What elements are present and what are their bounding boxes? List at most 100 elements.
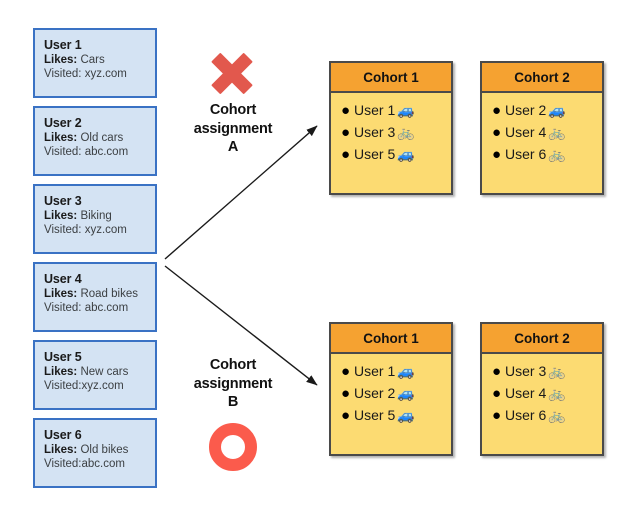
cohort-member-list: ●User 3🚲 ●User 4🚲 ●User 6🚲	[482, 354, 602, 426]
user-visited: Visited:xyz.com	[44, 380, 124, 393]
likes-label: Likes:	[44, 366, 78, 379]
cohort-title: Cohort 2	[482, 63, 602, 93]
user-name: User 6	[44, 428, 82, 442]
list-item: ●User 1🚙	[331, 360, 451, 382]
member-name: User 6	[505, 146, 547, 162]
user-visited: Visited: xyz.com	[44, 68, 127, 81]
member-name: User 3	[505, 363, 547, 379]
likes-label: Likes:	[44, 288, 78, 301]
member-name: User 4	[505, 124, 547, 140]
user-likes: Likes: Old bikes	[44, 443, 155, 457]
user-card: User 2 Likes: Old cars Visited: abc.com	[33, 106, 157, 176]
likes-value: Old bikes	[80, 444, 129, 457]
bullet-icon: ●	[341, 145, 351, 163]
cohort-title: Cohort 1	[331, 324, 451, 354]
list-item: ●User 3🚲	[482, 360, 602, 382]
user-visited: Visited: xyz.com	[44, 224, 127, 237]
car-emoji: 🚙	[397, 385, 415, 401]
car-emoji: 🚙	[397, 102, 415, 118]
bicycle-emoji: 🚲	[548, 124, 566, 140]
user-visited: Visited: abc.com	[44, 302, 129, 315]
cohort-box: Cohort 1 ●User 1🚙 ●User 3🚲 ●User 5🚙	[329, 61, 453, 195]
likes-label: Likes:	[44, 54, 78, 67]
member-name: User 4	[505, 385, 547, 401]
user-name: User 5	[44, 350, 82, 364]
likes-label: Likes:	[44, 132, 78, 145]
list-item: ●User 5🚙	[331, 143, 451, 165]
member-name: User 2	[505, 102, 547, 118]
bullet-icon: ●	[341, 101, 351, 119]
bullet-icon: ●	[341, 123, 351, 141]
member-name: User 2	[354, 385, 396, 401]
user-card: User 1 Likes: Cars Visited: xyz.com	[33, 28, 157, 98]
bullet-icon: ●	[492, 145, 502, 163]
user-likes: Likes: Road bikes	[44, 287, 155, 301]
cohort-box: Cohort 2 ●User 2🚙 ●User 4🚲 ●User 6🚲	[480, 61, 604, 195]
user-name: User 2	[44, 116, 82, 130]
bicycle-emoji: 🚲	[548, 407, 566, 423]
likes-value: Old cars	[80, 132, 124, 145]
bullet-icon: ●	[341, 384, 351, 402]
bullet-icon: ●	[492, 101, 502, 119]
list-item: ●User 4🚲	[482, 382, 602, 404]
cohort-box: Cohort 1 ●User 1🚙 ●User 2🚙 ●User 5🚙	[329, 322, 453, 456]
list-item: ●User 1🚙	[331, 99, 451, 121]
cohort-box: Cohort 2 ●User 3🚲 ●User 4🚲 ●User 6🚲	[480, 322, 604, 456]
user-likes: Likes: Old cars	[44, 131, 155, 145]
list-item: ●User 2🚙	[331, 382, 451, 404]
member-name: User 1	[354, 363, 396, 379]
bullet-icon: ●	[492, 123, 502, 141]
member-name: User 5	[354, 407, 396, 423]
member-name: User 1	[354, 102, 396, 118]
likes-value: New cars	[80, 366, 129, 379]
list-item: ●User 6🚲	[482, 143, 602, 165]
user-card: User 5 Likes: New cars Visited:xyz.com	[33, 340, 157, 410]
list-item: ●User 5🚙	[331, 404, 451, 426]
user-likes: Likes: New cars	[44, 365, 155, 379]
user-name: User 3	[44, 194, 82, 208]
list-item: ●User 6🚲	[482, 404, 602, 426]
likes-label: Likes:	[44, 210, 78, 223]
user-card: User 3 Likes: Biking Visited: xyz.com	[33, 184, 157, 254]
bicycle-emoji: 🚲	[397, 124, 415, 140]
bullet-icon: ●	[492, 362, 502, 380]
car-emoji: 🚙	[397, 363, 415, 379]
car-emoji: 🚙	[397, 407, 415, 423]
cohort-member-list: ●User 1🚙 ●User 2🚙 ●User 5🚙	[331, 354, 451, 426]
x-mark-icon	[209, 50, 255, 96]
cohort-title: Cohort 2	[482, 324, 602, 354]
likes-value: Road bikes	[80, 288, 138, 301]
bicycle-emoji: 🚲	[548, 146, 566, 162]
list-item: ●User 3🚲	[331, 121, 451, 143]
cohort-title: Cohort 1	[331, 63, 451, 93]
bullet-icon: ●	[341, 406, 351, 424]
list-item: ●User 4🚲	[482, 121, 602, 143]
likes-value: Biking	[80, 210, 112, 223]
circle-mark-icon	[209, 423, 257, 471]
user-visited: Visited: abc.com	[44, 146, 129, 159]
user-name: User 4	[44, 272, 82, 286]
cohort-member-list: ●User 1🚙 ●User 3🚲 ●User 5🚙	[331, 93, 451, 165]
car-emoji: 🚙	[397, 146, 415, 162]
bullet-icon: ●	[492, 406, 502, 424]
user-name: User 1	[44, 38, 82, 52]
user-likes: Likes: Biking	[44, 209, 155, 223]
user-card: User 4 Likes: Road bikes Visited: abc.co…	[33, 262, 157, 332]
member-name: User 6	[505, 407, 547, 423]
list-item: ●User 2🚙	[482, 99, 602, 121]
bullet-icon: ●	[341, 362, 351, 380]
user-card: User 6 Likes: Old bikes Visited:abc.com	[33, 418, 157, 488]
bullet-icon: ●	[492, 384, 502, 402]
user-visited: Visited:abc.com	[44, 458, 125, 471]
likes-value: Cars	[80, 54, 105, 67]
bicycle-emoji: 🚲	[548, 363, 566, 379]
member-name: User 3	[354, 124, 396, 140]
member-name: User 5	[354, 146, 396, 162]
bicycle-emoji: 🚲	[548, 385, 566, 401]
car-emoji: 🚙	[548, 102, 566, 118]
user-likes: Likes: Cars	[44, 53, 155, 67]
likes-label: Likes:	[44, 444, 78, 457]
